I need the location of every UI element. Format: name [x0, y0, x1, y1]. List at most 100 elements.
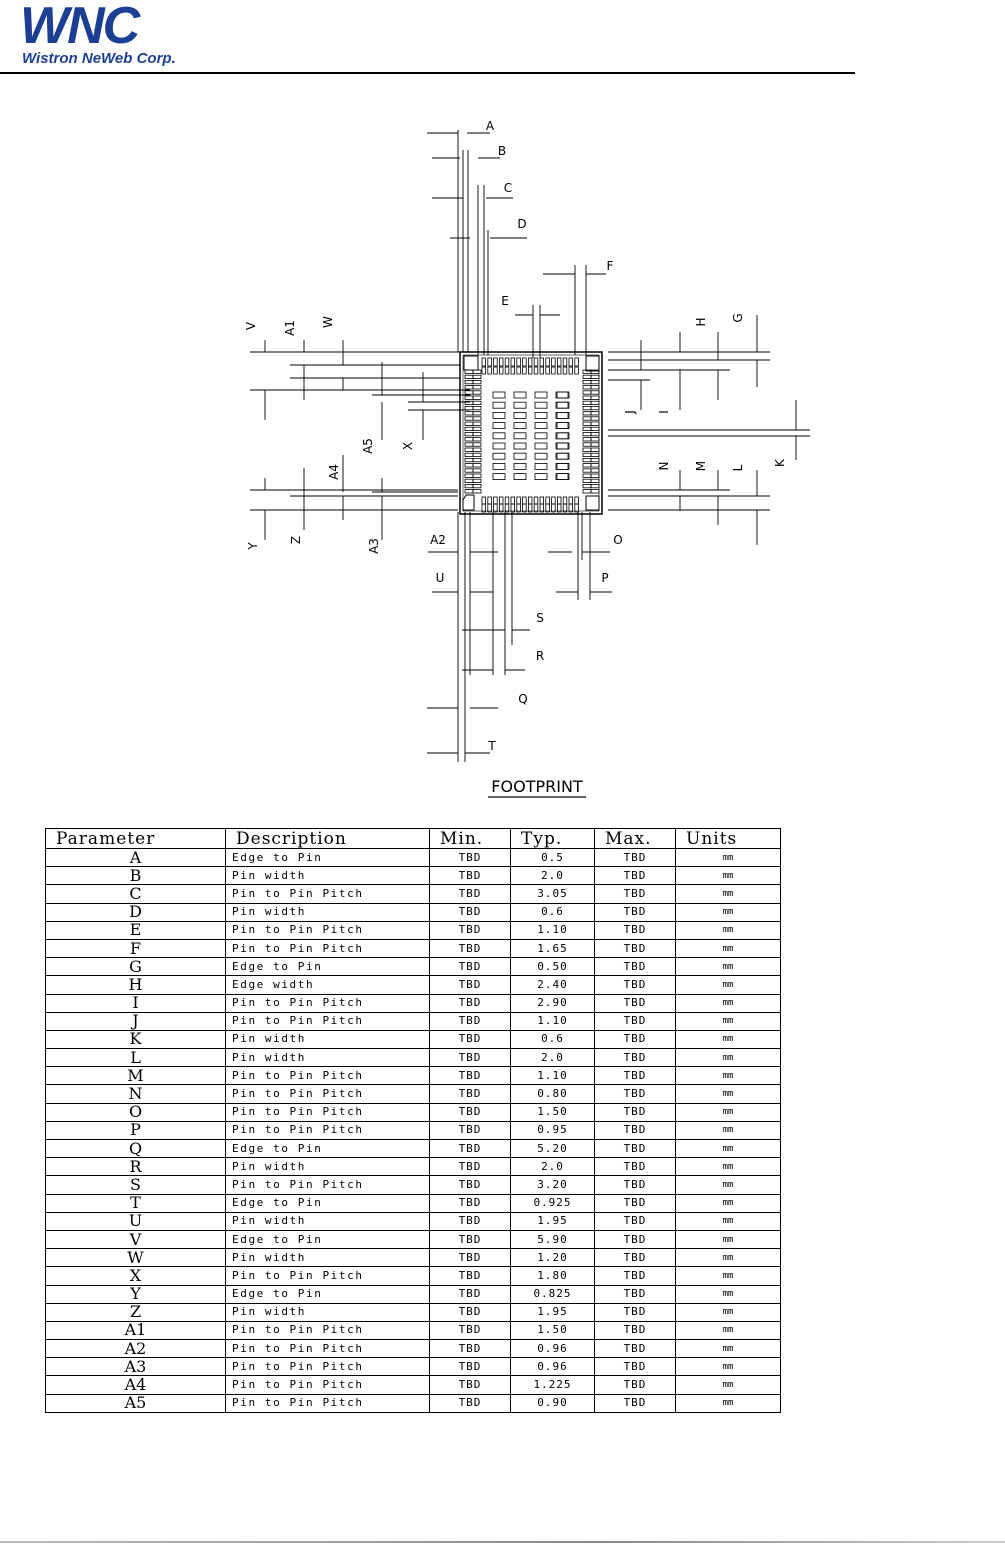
cell-units: mm: [675, 1266, 781, 1286]
cell-desc: Pin to Pin Pitch: [225, 1120, 430, 1141]
cell-param: J: [45, 1011, 226, 1031]
dimension-label-w: W: [321, 316, 335, 328]
cell-units: mm: [675, 920, 781, 940]
cell-units: mm: [675, 1211, 781, 1231]
cell-desc: Pin to Pin Pitch: [225, 1393, 430, 1413]
cell-typ: 1.50: [510, 1102, 595, 1122]
cell-param: U: [45, 1211, 226, 1231]
cell-typ: 0.95: [510, 1120, 595, 1141]
cell-min: TBD: [429, 1138, 511, 1159]
cell-typ: 0.50: [510, 957, 595, 977]
cell-typ: 5.90: [510, 1229, 595, 1250]
cell-units: mm: [675, 1320, 781, 1341]
cell-typ: 0.80: [510, 1084, 595, 1104]
cell-typ: 0.925: [510, 1193, 595, 1213]
cell-typ: 5.20: [510, 1138, 595, 1159]
cell-desc: Pin to Pin Pitch: [225, 1357, 430, 1377]
cell-desc: Pin width: [225, 1157, 430, 1177]
cell-typ: 0.96: [510, 1339, 595, 1359]
header-parameter: Parameter: [45, 828, 226, 849]
dimension-label-y: Y: [246, 542, 260, 551]
cell-param: N: [45, 1084, 226, 1104]
cell-units: mm: [675, 902, 781, 922]
cell-param: X: [45, 1266, 226, 1286]
dimension-label-e: E: [501, 294, 509, 308]
dimension-label-q: Q: [518, 692, 527, 706]
cell-param: S: [45, 1175, 226, 1195]
header-max: Max.: [594, 828, 676, 849]
cell-min: TBD: [429, 1248, 511, 1268]
cell-min: TBD: [429, 902, 511, 922]
cell-desc: Pin to Pin Pitch: [225, 1011, 430, 1031]
table-header-row: Parameter Description Min. Typ. Max. Uni…: [45, 828, 781, 849]
cell-min: TBD: [429, 1320, 511, 1341]
dimension-label-j: J: [623, 410, 637, 415]
cell-typ: 1.95: [510, 1211, 595, 1231]
cell-typ: 0.5: [510, 847, 595, 868]
cell-max: TBD: [594, 1284, 676, 1304]
dimension-label-u: U: [436, 571, 445, 585]
dimension-label-m: M: [694, 461, 708, 471]
cell-typ: 1.65: [510, 938, 595, 959]
cell-max: TBD: [594, 1266, 676, 1286]
dimension-label-a3: A3: [367, 538, 381, 554]
cell-param: A3: [45, 1357, 226, 1377]
cell-units: mm: [675, 1339, 781, 1359]
cell-typ: 2.0: [510, 866, 595, 886]
cell-param: A2: [45, 1339, 226, 1359]
cell-min: TBD: [429, 884, 511, 904]
cell-typ: 2.0: [510, 1048, 595, 1068]
dimension-label-g: G: [731, 313, 745, 322]
cell-max: TBD: [594, 1393, 676, 1413]
logo-mark: WNC: [20, 0, 140, 55]
cell-desc: Pin width: [225, 1211, 430, 1231]
cell-desc: Edge to Pin: [225, 1229, 430, 1250]
footprint-caption: FOOTPRINT: [491, 777, 583, 796]
cell-units: mm: [675, 1393, 781, 1413]
cell-typ: 2.0: [510, 1157, 595, 1177]
cell-desc: Edge to Pin: [225, 1138, 430, 1159]
cell-max: TBD: [594, 884, 676, 904]
cell-typ: 0.90: [510, 1393, 595, 1413]
cell-param: V: [45, 1229, 226, 1250]
cell-param: B: [45, 866, 226, 886]
cell-min: TBD: [429, 938, 511, 959]
cell-min: TBD: [429, 847, 511, 868]
cell-max: TBD: [594, 902, 676, 922]
cell-desc: Pin width: [225, 902, 430, 922]
cell-min: TBD: [429, 1302, 511, 1322]
dimension-label-c: C: [504, 181, 512, 195]
cell-units: mm: [675, 1048, 781, 1068]
cell-units: mm: [675, 866, 781, 886]
cell-desc: Pin to Pin Pitch: [225, 1375, 430, 1395]
cell-min: TBD: [429, 975, 511, 995]
cell-min: TBD: [429, 920, 511, 940]
cell-units: mm: [675, 1138, 781, 1159]
cell-desc: Pin to Pin Pitch: [225, 1084, 430, 1104]
dimension-label-x: X: [401, 442, 415, 450]
cell-max: TBD: [594, 993, 676, 1013]
cell-units: mm: [675, 1120, 781, 1141]
cell-param: P: [45, 1120, 226, 1141]
dimension-label-i: I: [657, 410, 671, 414]
dimension-label-r: R: [536, 649, 544, 663]
dimension-label-l: L: [731, 464, 745, 471]
cell-max: TBD: [594, 920, 676, 940]
